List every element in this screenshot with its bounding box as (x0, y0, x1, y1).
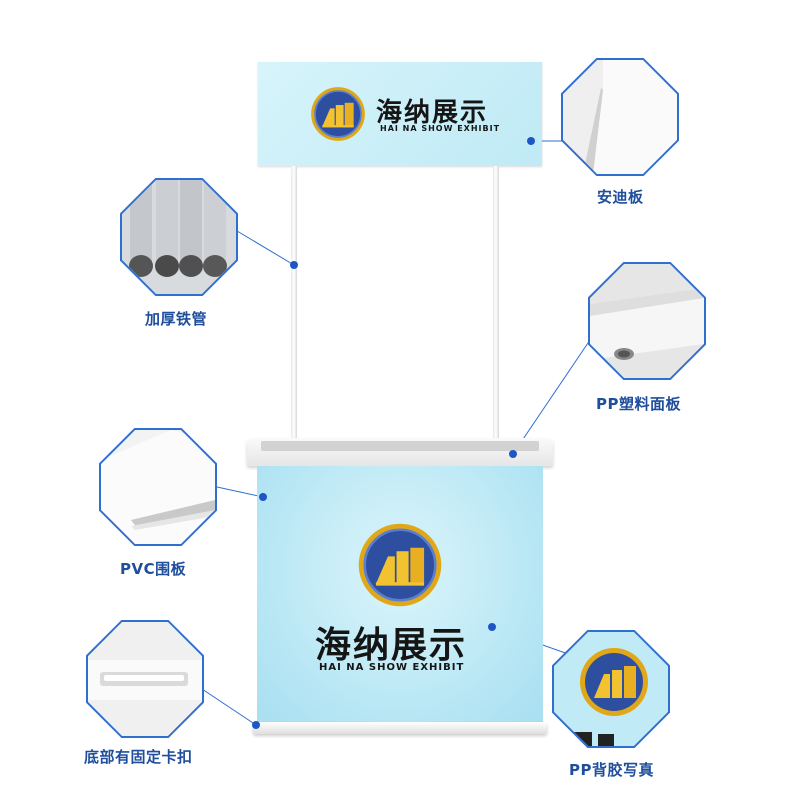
detail-pp-panel-image (588, 262, 706, 380)
label-bottom-clip: 底部有固定卡扣 (84, 748, 193, 766)
dot-print (488, 623, 496, 631)
label-pp-backing: PP背胶写真 (569, 761, 654, 779)
right-pole (493, 166, 499, 446)
detail-pp-backing-image (552, 630, 670, 748)
counter-top-recess (261, 441, 539, 451)
left-pole (291, 166, 297, 446)
counter-logo-icon (357, 522, 443, 608)
header-brand-name-en: HAI NA SHOW EXHIBIT (380, 124, 501, 133)
header-brand-name-cn: 海纳展示 (376, 98, 489, 128)
counter-front-panel: 海纳展示 HAI NA SHOW EXHIBIT (257, 466, 543, 724)
label-iron-pipe: 加厚铁管 (145, 310, 208, 328)
detail-andi-board-image (561, 58, 679, 176)
detail-pvc-board-image (99, 428, 217, 546)
detail-iron-pipe-image (120, 178, 238, 296)
counter-brand-name-cn: 海纳展示 (315, 625, 468, 666)
counter-base (253, 722, 547, 734)
detail-bottom-clip-image (86, 620, 204, 738)
label-pp-panel: PP塑料面板 (596, 395, 681, 413)
label-andi-board: 安迪板 (597, 188, 644, 206)
dot-pvc (259, 493, 267, 501)
counter-brand-name-en: HAI NA SHOW EXHIBIT (319, 662, 465, 673)
dot-base (252, 721, 260, 729)
dot-pole (290, 261, 298, 269)
dot-header (527, 137, 535, 145)
brand-logo-icon (310, 86, 366, 142)
header-banner-panel: 海纳展示 HAI NA SHOW EXHIBIT (258, 62, 542, 166)
label-pvc-board: PVC围板 (120, 560, 187, 578)
counter-top-panel (247, 438, 553, 466)
dot-counter-top (509, 450, 517, 458)
